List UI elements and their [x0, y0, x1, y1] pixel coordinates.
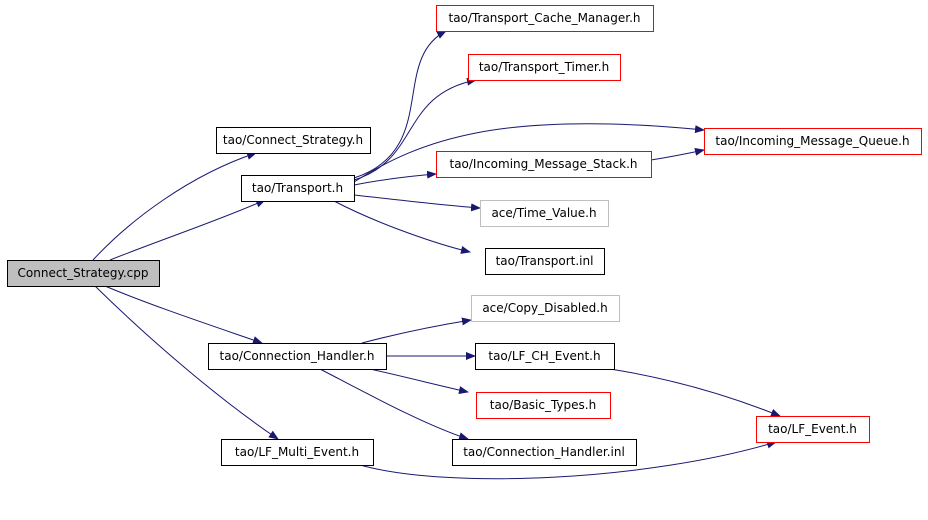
node-transport_inl[interactable]: tao/Transport.inl [485, 248, 605, 275]
edge-transport_h-to-incoming_message_stack_h [353, 170, 437, 186]
edge-transport_h-to-transport_timer_h [353, 77, 477, 181]
edges-layer [92, 30, 781, 480]
edge-incoming_message_stack_h-to-incoming_message_queue_h [650, 147, 705, 161]
node-box [480, 200, 609, 227]
node-incoming_message_queue_h[interactable]: tao/Incoming_Message_Queue.h [704, 128, 922, 155]
node-box [7, 260, 160, 287]
edge-transport_h-to-transport_inl [333, 200, 471, 254]
edge-connection_handler_h-to-copy_disabled_h [361, 317, 472, 344]
node-connection_handler_h[interactable]: tao/Connection_Handler.h [208, 343, 387, 370]
node-label: Connect_Strategy.cpp [18, 266, 149, 280]
edge-transport_h-to-incoming_message_queue_h [353, 123, 705, 183]
edge-lf_multi_event_h-to-lf_event_h [359, 440, 777, 480]
node-box [241, 175, 355, 202]
node-label: tao/Transport.h [252, 181, 343, 195]
node-connect_strategy_h[interactable]: tao/Connect_Strategy.h [216, 127, 371, 154]
node-lf_ch_event_h[interactable]: tao/LF_CH_Event.h [475, 343, 615, 370]
node-label: tao/Connect_Strategy.h [223, 133, 363, 147]
node-box [216, 127, 371, 154]
node-box [221, 439, 374, 466]
node-box [704, 128, 922, 155]
node-label: tao/LF_Multi_Event.h [235, 445, 359, 459]
node-box [756, 416, 870, 443]
node-transport_cache_manager_h[interactable]: tao/Transport_Cache_Manager.h [436, 5, 654, 32]
edge-connection_handler_h-to-connection_handler_inl [319, 368, 469, 441]
edge-transport_h-to-transport_cache_manager_h [353, 30, 447, 179]
node-incoming_message_stack_h[interactable]: tao/Incoming_Message_Stack.h [436, 151, 652, 178]
node-box [476, 392, 611, 419]
edge-connect_strategy_cpp-to-transport_h [109, 199, 266, 261]
node-box [475, 343, 615, 370]
node-box [436, 5, 654, 32]
node-label: tao/LF_Event.h [768, 422, 857, 436]
node-label: tao/Transport_Timer.h [479, 60, 609, 74]
node-connect_strategy_cpp[interactable]: Connect_Strategy.cpp [7, 260, 160, 287]
node-box [452, 439, 637, 466]
node-lf_event_h[interactable]: tao/LF_Event.h [756, 416, 870, 443]
edge-lf_ch_event_h-to-lf_event_h [609, 368, 781, 417]
node-box [485, 248, 605, 275]
node-box [468, 54, 621, 81]
node-transport_timer_h[interactable]: tao/Transport_Timer.h [468, 54, 621, 81]
node-label: tao/Incoming_Message_Stack.h [449, 157, 637, 171]
node-copy_disabled_h[interactable]: ace/Copy_Disabled.h [471, 295, 620, 322]
node-label: tao/Incoming_Message_Queue.h [715, 134, 909, 148]
edge-connect_strategy_cpp-to-lf_multi_event_h [94, 285, 279, 440]
node-label: tao/Connection_Handler.h [220, 349, 375, 363]
node-label: tao/Transport.inl [496, 254, 594, 268]
node-label: tao/Connection_Handler.inl [463, 445, 625, 459]
node-box [471, 295, 620, 322]
edge-connect_strategy_cpp-to-connection_handler_h [104, 285, 263, 344]
node-connection_handler_inl[interactable]: tao/Connection_Handler.inl [452, 439, 637, 466]
edge-transport_h-to-time_value_h [353, 194, 481, 212]
node-time_value_h[interactable]: ace/Time_Value.h [480, 200, 609, 227]
node-lf_multi_event_h[interactable]: tao/LF_Multi_Event.h [221, 439, 374, 466]
node-box [208, 343, 387, 370]
edge-connect_strategy_cpp-to-connect_strategy_h [92, 152, 257, 261]
node-label: tao/Basic_Types.h [490, 398, 596, 412]
node-label: tao/LF_CH_Event.h [488, 349, 600, 363]
node-basic_types_h[interactable]: tao/Basic_Types.h [476, 392, 611, 419]
edge-connection_handler_h-to-basic_types_h [369, 368, 469, 394]
node-box [436, 151, 652, 178]
nodes-layer: Connect_Strategy.cpp tao/Connect_Strategy… [7, 5, 922, 466]
node-label: ace/Copy_Disabled.h [482, 301, 607, 315]
node-transport_h[interactable]: tao/Transport.h [241, 175, 355, 202]
node-label: ace/Time_Value.h [491, 206, 596, 220]
node-label: tao/Transport_Cache_Manager.h [449, 11, 641, 25]
